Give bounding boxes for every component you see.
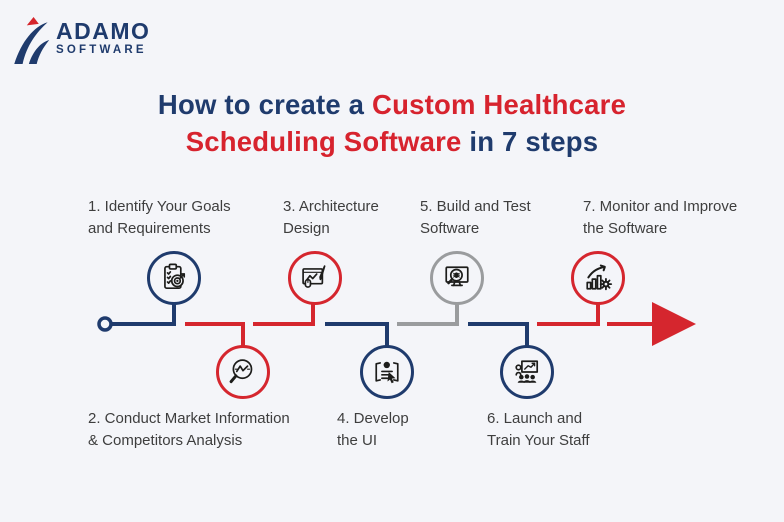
title-part-1: How to create a	[157, 89, 373, 120]
timeline-segment-step-1	[112, 304, 176, 326]
step-5-node	[430, 251, 484, 305]
build-test-bug-icon	[445, 266, 469, 287]
monitor-improve-icon	[586, 264, 613, 291]
market-analysis-magnifier-icon	[229, 359, 253, 384]
step-2-label: 2. Conduct Market Information & Competit…	[88, 410, 290, 449]
timeline-arrow-head-icon	[652, 302, 696, 346]
timeline-segment-step-3	[253, 304, 315, 326]
step-7-label: 7. Monitor and Improve the Software	[583, 198, 738, 237]
step-1-label: 1. Identify Your Goals and Requirements	[88, 198, 231, 237]
step-4-label: 4. Develop the UI	[337, 410, 409, 449]
title-highlight-1: Custom Healthcare	[372, 89, 627, 120]
step-3-label: 3. Architecture Design	[283, 198, 379, 237]
title-highlight-2: Scheduling Software	[185, 126, 462, 157]
brand-name: ADAMO	[56, 18, 151, 44]
timeline-segment-step-2	[185, 322, 245, 346]
step-6-label: 6. Launch and Train Your Staff	[487, 410, 590, 449]
ui-development-icon	[375, 361, 399, 384]
step-2-node	[216, 345, 270, 399]
timeline-start-ring	[97, 316, 113, 332]
timeline-segment-step-7	[537, 304, 600, 326]
staff-training-icon	[515, 360, 539, 383]
brand-subname: SOFTWARE	[56, 44, 147, 56]
timeline-segment-step-5	[397, 304, 459, 326]
step-5-label: 5. Build and Test Software	[420, 198, 531, 237]
step-6-node	[500, 345, 554, 399]
step-3-node	[288, 251, 342, 305]
architecture-design-icon	[302, 265, 326, 288]
step-7-node	[571, 251, 625, 305]
title-part-2: in 7 steps	[461, 126, 599, 157]
brand-logo: ADAMO SOFTWARE	[14, 13, 150, 64]
adamo-logo-icon	[14, 17, 50, 64]
step-1-node	[147, 251, 201, 305]
step-4-node	[360, 345, 414, 399]
timeline-segment-step-6	[468, 322, 529, 346]
timeline-segment-step-4	[325, 322, 389, 346]
clipboard-target-icon	[164, 263, 186, 290]
gear-icon	[599, 278, 613, 291]
brand-text: ADAMO SOFTWARE	[56, 19, 150, 58]
